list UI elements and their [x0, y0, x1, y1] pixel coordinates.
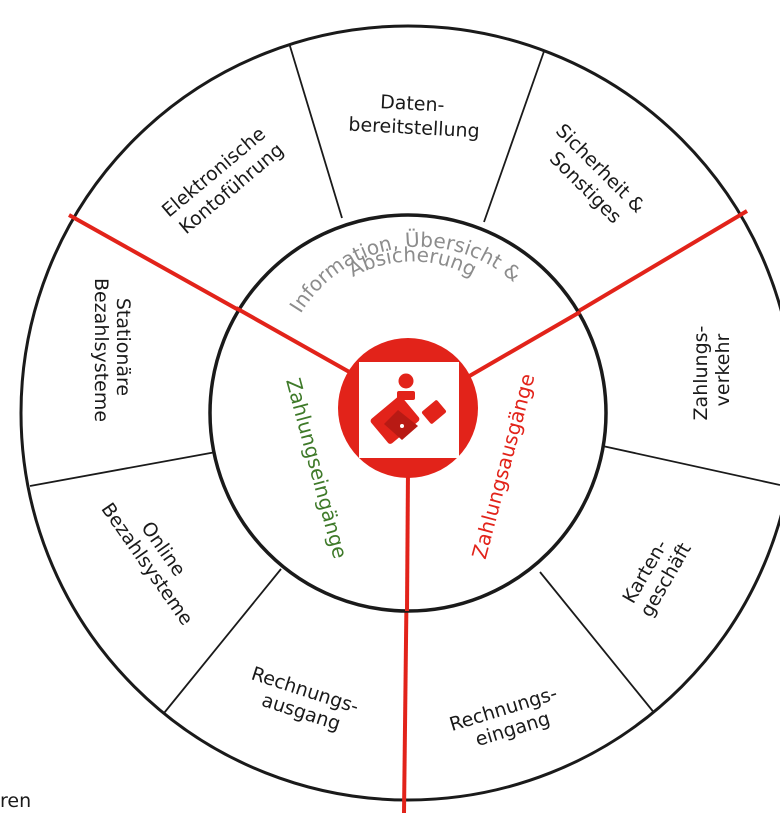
outer-label-zahlungsverkehr: Zahlungs- verkehr [690, 320, 734, 421]
outer-label-stationaere-bezahlsysteme: Stationäre Bezahlsysteme [90, 278, 134, 422]
outer-dividers [29, 26, 780, 721]
sparkasse-wallet-logo [359, 362, 459, 458]
inner-divider-right [464, 310, 582, 380]
footer-text-fragment: ren [0, 790, 32, 812]
inner-divider-bottom [405, 469, 410, 612]
inner-divider-left [235, 306, 361, 380]
